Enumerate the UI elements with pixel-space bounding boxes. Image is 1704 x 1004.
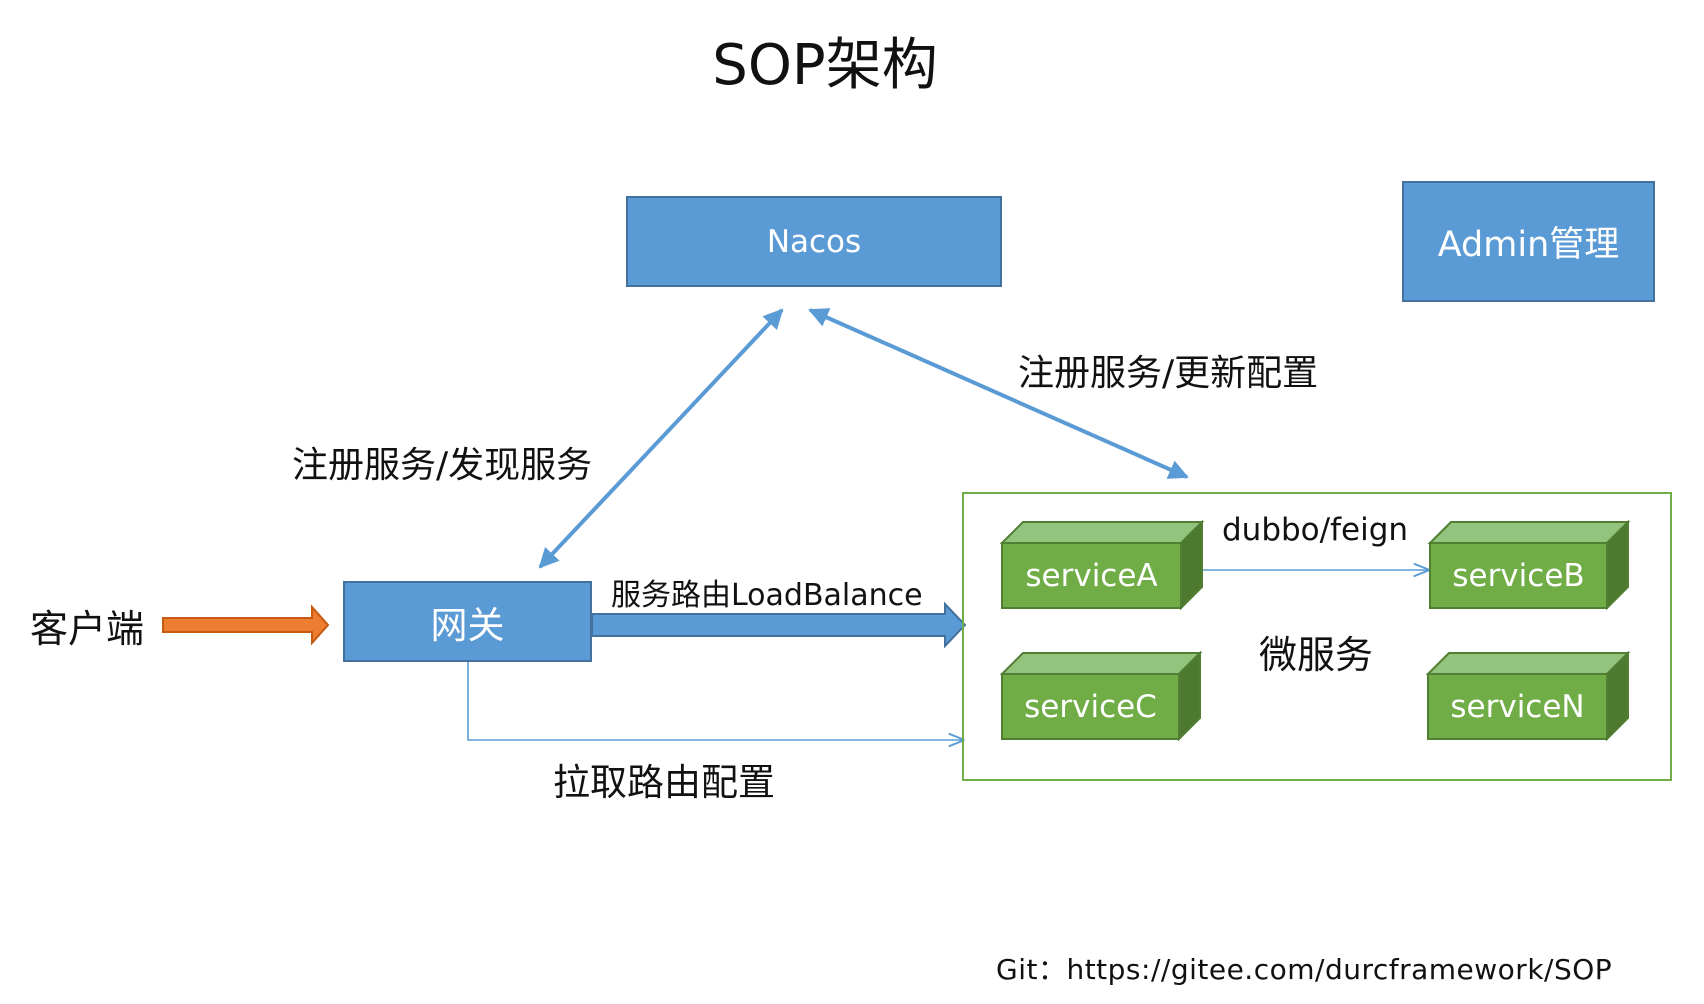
admin-label: Admin管理: [1437, 225, 1620, 265]
service-b-label: serviceB: [1452, 557, 1585, 594]
service-n-label: serviceN: [1450, 688, 1585, 725]
pull-route-config-label: 拉取路由配置: [553, 761, 775, 804]
gateway-label: 网关: [430, 603, 505, 647]
service-a-label: serviceA: [1025, 557, 1158, 594]
microservices-label: 微服务: [1259, 633, 1374, 677]
microservices-container: [962, 492, 1672, 781]
service-box-b: [1427, 519, 1631, 611]
service-box-c: [999, 650, 1203, 742]
admin-node: Admin管理: [1402, 181, 1655, 302]
nacos-services-arrow: [808, 308, 1189, 479]
dubbo-feign-label: dubbo/feign: [1222, 512, 1409, 548]
git-footer: Git：https://gitee.com/durcframework/SOP: [996, 953, 1613, 986]
service-box-n: [1425, 650, 1631, 742]
gateway-nacos-label: 注册服务/发现服务: [292, 445, 593, 486]
route-loadbalance-label: 服务路由LoadBalance: [611, 578, 923, 613]
gateway-nacos-arrow: [538, 308, 784, 569]
gateway-node: 网关: [343, 581, 592, 662]
client-arrow: [162, 604, 330, 646]
nacos-label: Nacos: [766, 223, 862, 260]
nacos-node: Nacos: [626, 196, 1002, 287]
route-loadbalance-arrow: [591, 601, 967, 649]
service-box-a: [999, 519, 1205, 611]
pull-route-config-arrow: [467, 662, 963, 740]
nacos-services-label: 注册服务/更新配置: [1018, 353, 1319, 394]
service-c-label: serviceC: [1024, 688, 1157, 725]
client-label: 客户端: [30, 607, 145, 651]
diagram-title: SOP架构: [712, 33, 938, 98]
